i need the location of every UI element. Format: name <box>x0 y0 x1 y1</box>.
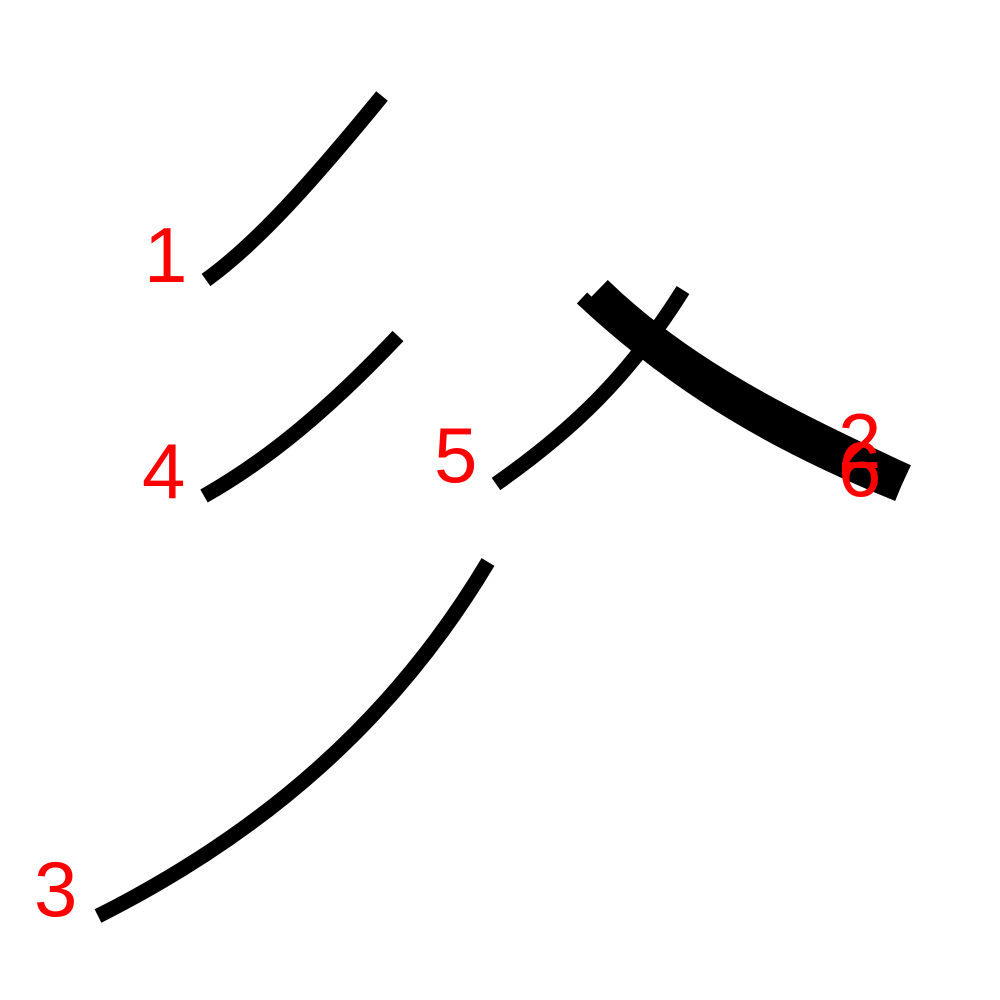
stroke-label-5: 5 <box>434 411 477 499</box>
stroke-1 <box>201 91 388 287</box>
stroke-6 <box>576 292 901 501</box>
stroke-labels-group: 1 2 3 4 5 6 <box>34 211 881 933</box>
stroke-label-1: 1 <box>144 211 187 299</box>
stroke-label-6: 6 <box>838 425 881 513</box>
stroke-2 <box>588 279 911 491</box>
stroke-4 <box>200 330 404 503</box>
stroke-label-4: 4 <box>142 427 185 515</box>
stroke-label-3: 3 <box>34 845 77 933</box>
stroke-5 <box>491 286 690 491</box>
stroke-3 <box>94 558 495 923</box>
stroke-label-2: 2 <box>838 397 881 485</box>
strokes-group <box>94 91 911 923</box>
